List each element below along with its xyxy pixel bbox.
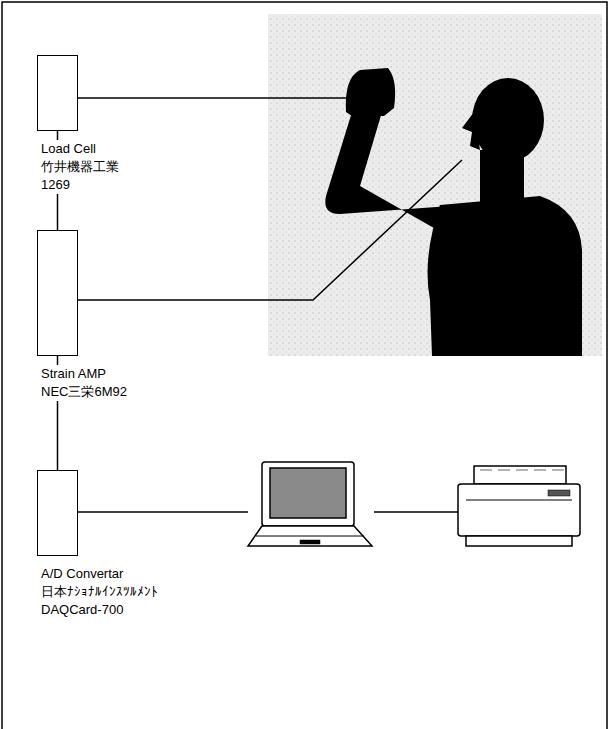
instrument-caption: A/D Convertar日本ﾅｼｮﾅﾙｲﾝｽﾂﾙﾒﾝﾄDAQCard-700 bbox=[40, 565, 159, 619]
laptop-base bbox=[248, 526, 372, 546]
device-name: Load Cell bbox=[40, 140, 97, 158]
printer-base bbox=[466, 536, 572, 546]
wire bbox=[78, 160, 462, 300]
tray-line bbox=[498, 470, 510, 471]
instrument-box: A/D Convertar日本ﾅｼｮﾅﾙｲﾝｽﾂﾙﾒﾝﾄDAQCard-700 bbox=[37, 470, 78, 556]
device-name: A/D Convertar bbox=[40, 565, 124, 583]
raised-arm bbox=[325, 112, 450, 236]
device-detail: DAQCard-700 bbox=[40, 601, 124, 619]
cable bbox=[374, 511, 458, 513]
fist bbox=[346, 68, 395, 116]
head bbox=[472, 78, 544, 162]
torso bbox=[428, 196, 582, 356]
cable bbox=[78, 511, 248, 513]
instrument-caption: Strain AMPNEC三栄6M92 bbox=[40, 365, 128, 401]
device-name: Strain AMP bbox=[40, 365, 107, 383]
printer bbox=[458, 466, 580, 546]
tray-line bbox=[534, 470, 546, 471]
wire bbox=[78, 97, 348, 99]
instrument-caption: Load Cell竹井機器工業1269 bbox=[40, 140, 120, 194]
trackpad bbox=[300, 540, 320, 544]
person-silhouette bbox=[325, 68, 582, 356]
device-detail: 竹井機器工業 bbox=[40, 158, 120, 176]
paper-lines bbox=[480, 470, 564, 471]
tray-line bbox=[552, 470, 564, 471]
device-detail: NEC三栄6M92 bbox=[40, 383, 128, 401]
tray-line bbox=[516, 470, 528, 471]
instrument-box: Load Cell竹井機器工業1269 bbox=[37, 55, 78, 131]
tray-line bbox=[480, 470, 492, 471]
device-detail: 日本ﾅｼｮﾅﾙｲﾝｽﾂﾙﾒﾝﾄ bbox=[40, 583, 159, 601]
keyboard-edge bbox=[256, 536, 364, 537]
paper-tray bbox=[474, 466, 566, 484]
printer-body bbox=[458, 484, 580, 536]
instrument-box: Strain AMPNEC三栄6M92 bbox=[37, 230, 78, 356]
printer-slot bbox=[466, 500, 572, 501]
laptop-screen bbox=[270, 468, 346, 518]
device-detail: 1269 bbox=[40, 176, 71, 194]
face bbox=[462, 112, 480, 150]
printer-panel bbox=[548, 490, 570, 496]
laptop-computer bbox=[248, 462, 372, 546]
laptop-lid bbox=[262, 462, 354, 526]
